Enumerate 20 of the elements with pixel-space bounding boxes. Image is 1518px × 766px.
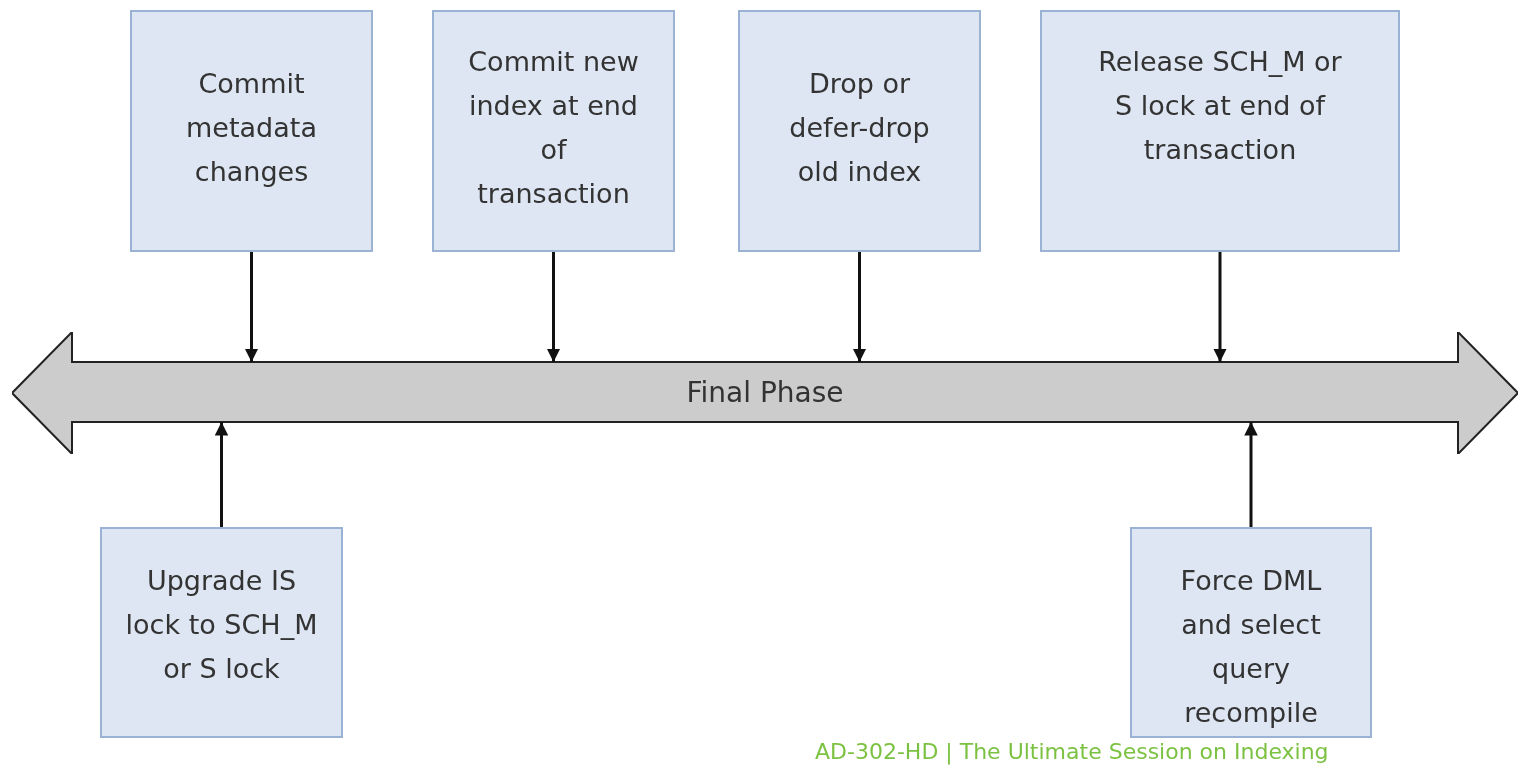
arrow bbox=[1244, 422, 1258, 527]
arrow bbox=[852, 252, 867, 362]
process-box bbox=[1040, 10, 1400, 252]
process-box bbox=[1130, 527, 1372, 738]
box-label: Commit metadata changes bbox=[185, 67, 318, 189]
process-box bbox=[130, 10, 373, 252]
process-box bbox=[100, 527, 343, 738]
arrow bbox=[244, 252, 259, 362]
box-label: Release SCH_M or S lock at end of transaction bbox=[1097, 45, 1343, 167]
box-label: Force DML and select query recompile bbox=[1179, 564, 1323, 730]
band-label: Final Phase bbox=[685, 375, 845, 411]
arrow bbox=[1213, 252, 1227, 362]
process-box bbox=[432, 10, 675, 252]
box-label: Drop or defer-drop old index bbox=[788, 67, 931, 189]
arrow bbox=[214, 422, 229, 527]
box-label: Commit new index at end of transaction bbox=[467, 45, 640, 211]
process-box bbox=[738, 10, 981, 252]
footer-text: AD-302-HD | The Ultimate Session on Indexing bbox=[815, 740, 1329, 764]
arrow bbox=[546, 252, 561, 362]
box-label: Upgrade IS lock to SCH_M or S lock bbox=[124, 564, 319, 686]
